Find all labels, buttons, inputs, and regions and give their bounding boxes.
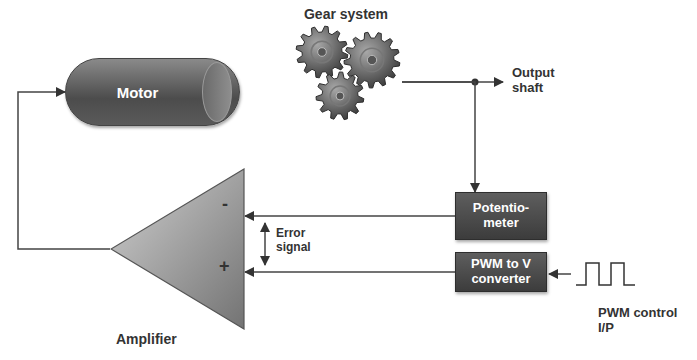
gear-ring [360,48,383,71]
gear-wheel [296,26,348,78]
signal-connector [245,271,455,273]
motor-body: Motor [65,58,240,126]
signal-connector [245,215,455,217]
converter-box: PWM to V converter [455,252,547,292]
signal-name: PWM control I/P [598,306,682,336]
gear-hub [318,48,327,57]
amplifier-triangle: Amplifier [110,168,245,330]
gear-illustration [296,26,400,120]
pwm-waveform [576,263,635,285]
gear-ring [330,86,350,106]
signal-name: Error signal [276,227,328,255]
node-label: PWM to V converter [460,257,542,287]
gear-system: Gear system [290,6,402,122]
signal-name: Output shaft [512,66,574,96]
signal-connector [402,82,475,192]
potentiometer-box: Potentio- meter [455,192,547,240]
error-signal-arrow [264,223,266,265]
gear-hub [367,55,376,64]
amplifier-outline [110,168,245,330]
gear-wheel [316,72,364,120]
pwm-input-arrow [549,273,571,275]
node-label: Potentio- meter [460,201,542,231]
gear-ring [311,41,333,63]
input-sign: + [219,256,230,277]
input-sign: - [222,194,228,215]
node-label: Amplifier [116,331,177,347]
amplifier-shape [111,169,244,329]
gear-hub [336,92,344,100]
node-label: Motor [117,84,159,101]
node-label: Gear system [304,6,388,22]
